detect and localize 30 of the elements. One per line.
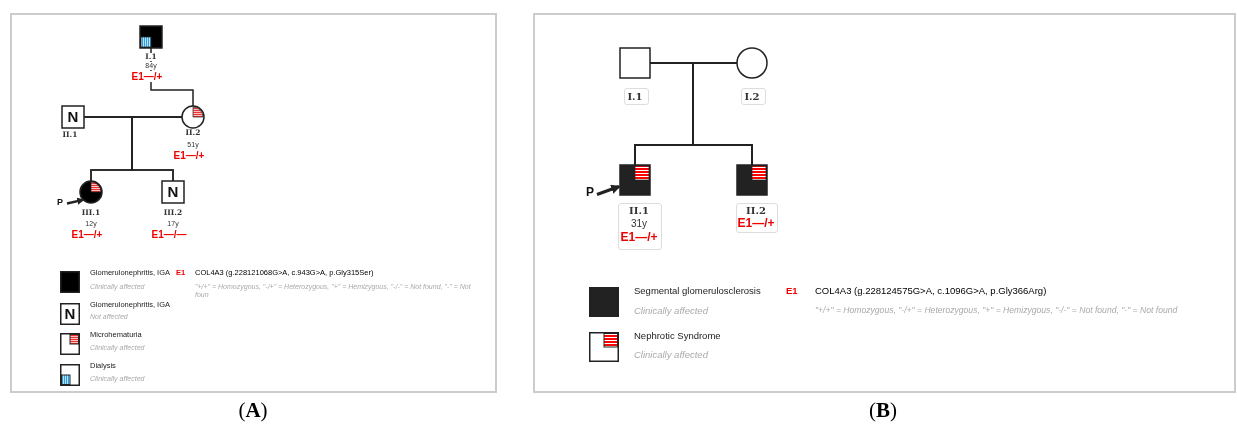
variant-code: E1: [786, 286, 798, 297]
legend-status: Clinically affected: [634, 350, 708, 361]
pedigree-line: [150, 47, 194, 107]
proband-label: P: [57, 197, 66, 207]
legend-label: Segmental glomerulosclerosis: [634, 286, 761, 297]
panel-caption: (B): [869, 398, 897, 423]
individual-id: I.1: [627, 91, 643, 102]
variant-description: COL4A3 (g.228124575G>A, c.1096G>A, p.Gly366Arg): [815, 286, 1047, 297]
legend-label: Nephrotic Syndrome: [634, 331, 721, 342]
proband-arrow: [596, 184, 621, 196]
genotype-label: E1—/+: [737, 217, 775, 231]
genotype-label: E1—/+: [70, 229, 104, 240]
genotype-label: E1—/+: [620, 231, 658, 245]
age-label: 31y: [630, 218, 648, 229]
symbol-letter: N: [67, 108, 79, 126]
genotype-key-note: "+/+" = Homozygous, "-/+" = Heterozygous, "+" = Hemizygous, "-/-" = Not found, "-" = Not found: [815, 306, 1178, 316]
symbol-letter: N: [167, 183, 179, 201]
genotype-label: E1—/—: [150, 229, 188, 240]
genotype-label: E1—/+: [172, 150, 206, 161]
proband-arrow: [66, 197, 85, 205]
legend-status: Clinically affected: [634, 306, 708, 317]
proband-label: P: [586, 186, 596, 199]
panel-caption: (A): [238, 398, 268, 423]
individual-id: II.1: [629, 205, 649, 216]
pedigree-line: [692, 62, 753, 166]
symbol-letter: N: [64, 305, 76, 323]
individual-id: I.2: [744, 91, 760, 102]
genotype-label: E1—/+: [130, 71, 164, 82]
individual-id: II.2: [746, 205, 766, 216]
pedigree-line: [131, 116, 183, 182]
